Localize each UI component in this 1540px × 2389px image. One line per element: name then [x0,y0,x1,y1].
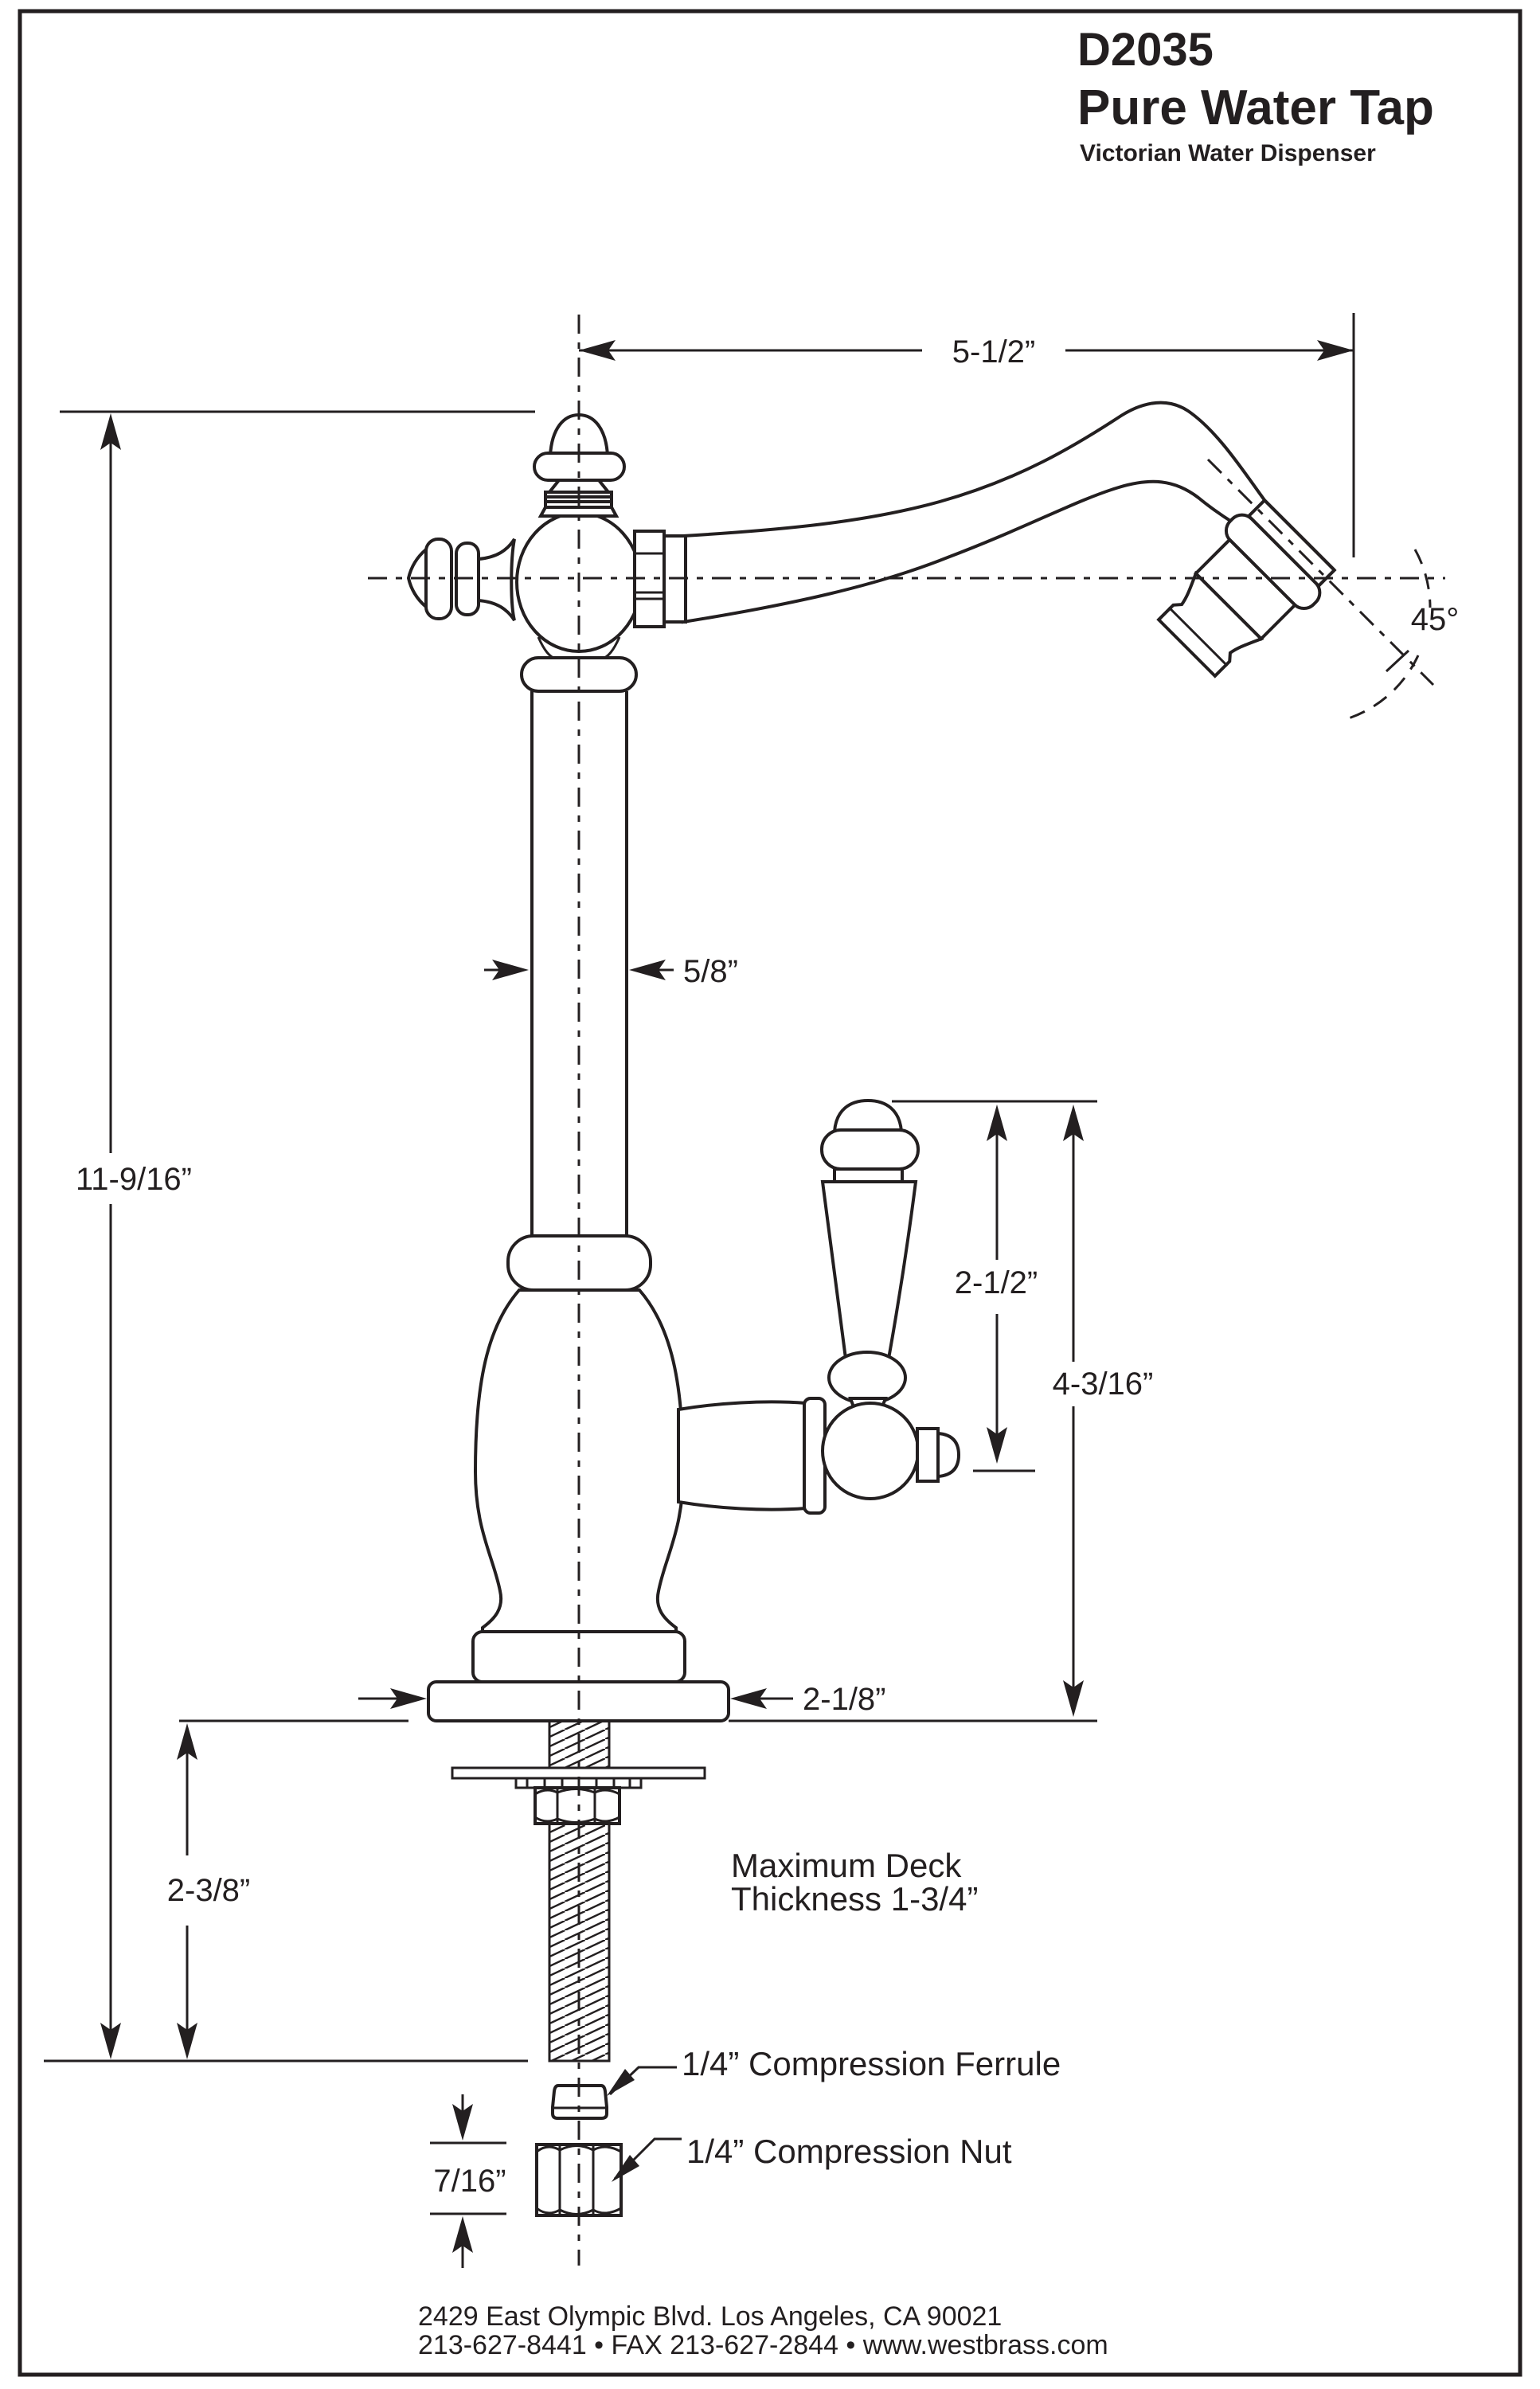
dim-angle-label: 45° [1411,602,1460,637]
shank-upper [548,1719,611,1769]
dim-under-deck-label: 2-3/8” [167,1873,251,1908]
nozzle-centerline [1206,458,1435,686]
nozzle-outlet [1156,570,1264,678]
dim-column-width-label: 5/8” [683,954,738,989]
ferrule-label: 1/4” Compression Ferrule [682,2045,1061,2082]
spout-nozzle [1156,498,1337,678]
footer-address: 2429 East Olympic Blvd. Los Angeles, CA … [418,2301,1002,2332]
lever-knob-ring [833,1167,904,1183]
mounting-nut [534,1786,621,1825]
column [530,691,628,1236]
footer-contact: 213-627-8441 • FAX 213-627-2844 • www.we… [418,2330,1108,2360]
dim-handle-deck-label: 4-3/16” [1053,1367,1154,1402]
nut-leader-arrow [612,2155,639,2182]
arrow-up2 [987,1105,1007,1141]
arrow-down5 [452,2104,473,2141]
lever-knob-collar [820,1128,920,1171]
lock-washer-teeth [526,1778,631,1788]
dimension-graphics [44,313,1432,2268]
arrow-down [100,2023,121,2059]
faucet-body [406,401,1337,2217]
arrow-right3 [390,1688,427,1709]
dim-overall-height-label: 11-9/16” [76,1162,192,1197]
arrow-up5 [452,2216,473,2253]
arrow-up3 [1063,1105,1084,1141]
centerlines [368,315,1445,2266]
left-decorative-end [406,538,516,622]
spout-nut-lines [635,552,664,600]
arrow-down4 [177,2023,197,2059]
finial-flare [537,506,620,518]
dim-spout-reach-label: 5-1/2” [952,334,1036,369]
handle-port [677,1400,807,1511]
lever-bulb [827,1351,907,1405]
arrow-left2 [629,960,666,980]
ferrule-leader-arrow [607,2069,635,2096]
arrow-right2 [492,960,529,980]
arrow-left3 [730,1688,767,1709]
arrow-right [1317,340,1354,361]
arrow-down3 [1063,1680,1084,1717]
title-model: D2035 [1077,24,1214,76]
arrow-up4 [177,1723,197,1760]
lever-knob-dome [832,1098,904,1133]
note-deck-line1: Maximum Deck [731,1847,962,1884]
handle-lever [820,1098,920,1413]
handle-screw-dome [936,1431,961,1479]
dim-handle-height-label: 2-1/2” [955,1265,1038,1300]
left-flare [477,538,516,622]
title-subtitle: Victorian Water Dispenser [1080,140,1376,166]
compression-ferrule [551,2084,608,2120]
dim-angle-arc [1340,549,1432,722]
page-border [18,9,1522,2377]
nut-label: 1/4” Compression Nut [686,2133,1012,2170]
nozzle-centerline-tick [1385,649,1410,673]
dim-base-width-label: 2-1/8” [803,1682,886,1717]
extension-lines [44,313,1355,2063]
dim-nut-height-label: 7/16” [433,2164,506,2199]
labels: D2035 Pure Water Tap Victorian Water Dis… [76,24,1459,2360]
handle-screw [916,1427,940,1483]
handle-hub [821,1402,920,1500]
dim-nut-height-lines [430,2094,506,2268]
nozzle-lip-line [1167,606,1229,667]
lever-grip [820,1180,918,1360]
arrow-left [579,340,616,361]
note-deck-line2: Thickness 1-3/4” [731,1880,978,1918]
title-product: Pure Water Tap [1077,80,1434,135]
arrow-down2 [987,1427,1007,1464]
compression-nut-facets [536,2145,622,2215]
arrow-up [100,413,121,450]
